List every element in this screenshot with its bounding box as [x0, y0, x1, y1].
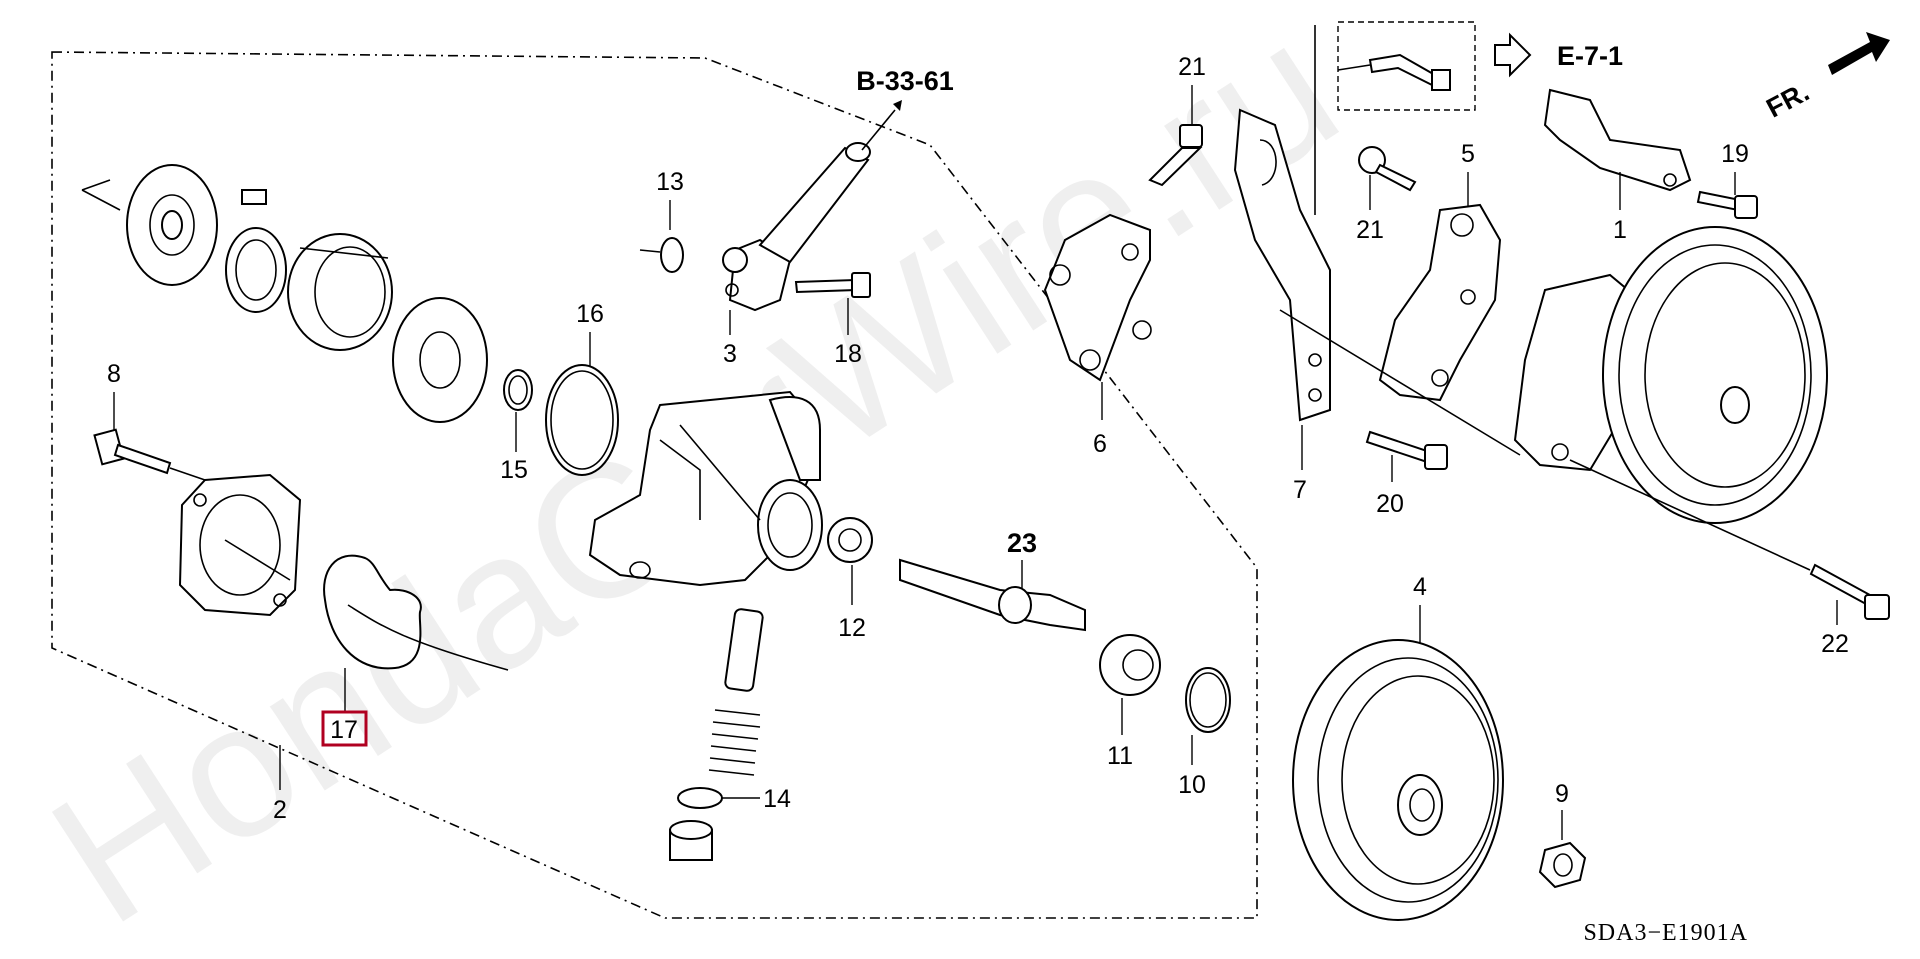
label-1: 1: [1613, 216, 1627, 244]
part-14-valve-assembly[interactable]: 14: [669, 608, 791, 861]
part-6-bracket[interactable]: 6: [1043, 213, 1152, 458]
part-1-bracket[interactable]: 1: [1543, 88, 1692, 244]
part-10-snap-ring[interactable]: 10: [1178, 667, 1231, 799]
part-17-gasket[interactable]: 17: [321, 554, 509, 747]
label-2: 2: [273, 796, 287, 824]
pump-internals-boundary: [51, 51, 1258, 919]
label-23: 23: [1007, 528, 1037, 558]
rear-cover[interactable]: [178, 473, 302, 617]
part-2-rotor-kit[interactable]: 2: [81, 164, 488, 824]
part-9-nut[interactable]: 9: [1538, 780, 1587, 889]
label-6: 6: [1093, 430, 1107, 458]
part-16-o-ring[interactable]: 16: [545, 300, 619, 476]
label-11: 11: [1107, 742, 1133, 770]
label-20: 20: [1376, 490, 1404, 518]
ref-e-7-1-box[interactable]: [1314, 21, 1476, 215]
label-10: 10: [1178, 771, 1206, 799]
part-12-bearing[interactable]: 12: [827, 517, 873, 642]
part-3-outlet-fitting[interactable]: 3: [722, 142, 871, 368]
part-21-bolt-upper[interactable]: 21: [1148, 53, 1206, 187]
diagram-code: SDA3−E1901A: [1583, 920, 1748, 946]
label-8: 8: [107, 360, 121, 388]
label-12: 12: [838, 614, 866, 642]
part-8-bolt[interactable]: 8: [93, 360, 206, 481]
pump-assembly-with-pulley[interactable]: [1279, 226, 1828, 524]
front-marker-label: FR.: [1762, 77, 1814, 124]
label-3: 3: [723, 340, 737, 368]
part-13-snap-ring[interactable]: 13: [639, 168, 684, 273]
ref-b-33-61[interactable]: B-33-61: [856, 66, 954, 151]
part-7-bracket[interactable]: 7: [1233, 108, 1331, 504]
ref-e-7-1[interactable]: E-7-1: [1494, 32, 1623, 78]
label-21-upper: 21: [1178, 53, 1206, 81]
label-13: 13: [656, 168, 684, 196]
label-5: 5: [1461, 140, 1475, 168]
pump-body[interactable]: [588, 390, 823, 587]
part-15-o-ring[interactable]: 15: [500, 369, 533, 484]
ref-e-label: E-7-1: [1557, 41, 1623, 71]
label-15: 15: [500, 456, 528, 484]
front-marker: FR.: [1762, 32, 1890, 124]
part-23-shaft[interactable]: 23: [899, 528, 1086, 632]
part-4-pulley[interactable]: 4: [1292, 573, 1504, 921]
label-21-lower: 21: [1356, 216, 1384, 244]
part-5-bracket[interactable]: 5: [1378, 140, 1502, 402]
label-7: 7: [1293, 476, 1307, 504]
part-21-bolt-lower[interactable]: 21: [1356, 146, 1417, 244]
label-22: 22: [1821, 630, 1849, 658]
label-9: 9: [1555, 780, 1569, 808]
part-18-bolt[interactable]: 18: [794, 272, 871, 368]
highlight-box: [321, 710, 368, 747]
ref-b-label: B-33-61: [856, 66, 954, 96]
part-22-bolt[interactable]: 22: [1569, 459, 1890, 658]
label-17: 17: [330, 716, 358, 744]
label-14: 14: [763, 785, 791, 813]
label-19: 19: [1721, 140, 1749, 168]
label-4: 4: [1413, 573, 1427, 601]
label-16: 16: [576, 300, 604, 328]
label-18: 18: [834, 340, 862, 368]
part-19-bolt[interactable]: 19: [1696, 140, 1758, 219]
part-11-bearing[interactable]: 11: [1099, 634, 1161, 770]
part-20-bolt[interactable]: 20: [1365, 430, 1448, 518]
